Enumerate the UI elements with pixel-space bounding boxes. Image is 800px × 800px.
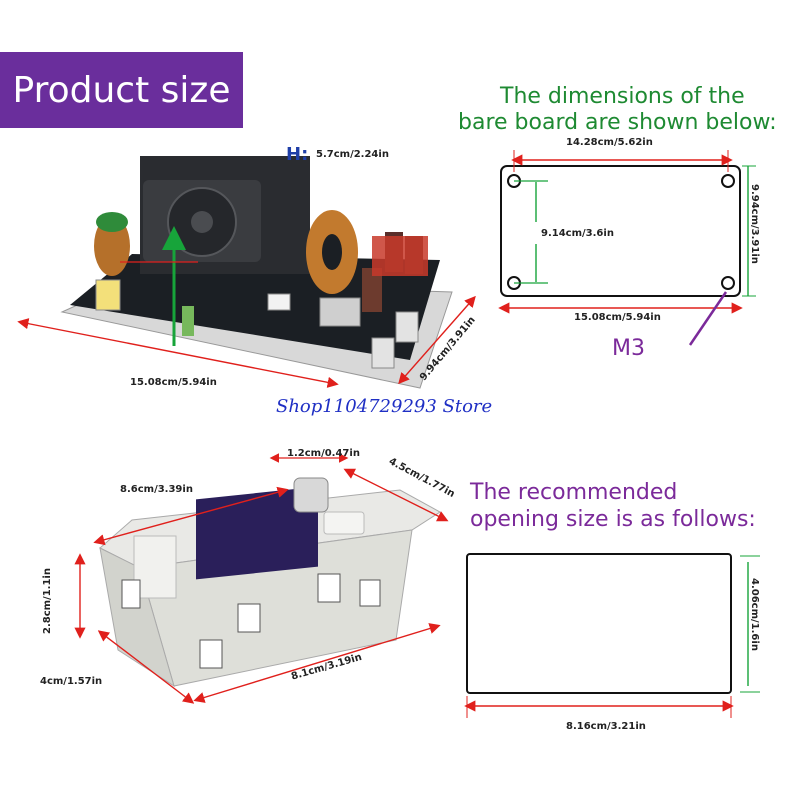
relay [372, 236, 428, 276]
m3-pointer [688, 291, 728, 346]
pcb-board-illustration [17, 156, 476, 389]
mount-hole [721, 174, 735, 188]
board-photo-length-label: 15.08cm/5.94in [130, 377, 217, 388]
length-arrow [17, 318, 339, 388]
bare-board-title-line1: The dimensions of the [500, 84, 745, 109]
opening-drawing [464, 553, 760, 718]
store-watermark: Shop1104729293 Store [276, 396, 493, 417]
module-width-top-label: 8.6cm/3.39in [120, 484, 193, 495]
page-title: Product size [12, 69, 231, 111]
opening-title-line1: The recommended [470, 480, 678, 505]
board-photo-height-label: 5.7cm/2.24in [316, 149, 389, 160]
m3-label: M3 [612, 336, 645, 361]
module-height-label: 2.8cm/1.1in [42, 568, 53, 634]
opening-width-label: 8.16cm/3.21in [566, 721, 646, 732]
opening-outline [466, 553, 732, 694]
board-height-label: 9.94cm/3.91in [749, 184, 760, 264]
rotary-knob [293, 477, 329, 513]
display-module-illustration [74, 453, 449, 704]
board-outline [500, 165, 741, 297]
mount-hole [721, 276, 735, 290]
module-front-depth-label: 4cm/1.57in [40, 676, 103, 687]
green-inductor [94, 216, 130, 276]
height-prefix-label: H: [286, 144, 309, 165]
opening-title-line2: opening size is as follows: [470, 507, 756, 532]
opening-height-label: 4.06cm/1.6in [749, 578, 760, 651]
capacitor [362, 268, 382, 312]
depth-arrow [398, 295, 476, 385]
bare-board-title-line2: bare board are shown below: [458, 110, 777, 135]
knob-size-label: 1.2cm/0.47in [287, 448, 360, 459]
top-hole-spacing-label: 14.28cm/5.62in [566, 137, 653, 148]
board-width-label: 15.08cm/5.94in [574, 312, 661, 323]
bare-board-drawing [498, 150, 756, 346]
side-hole-spacing-label: 9.14cm/3.6in [541, 228, 614, 239]
title-banner [0, 52, 243, 128]
